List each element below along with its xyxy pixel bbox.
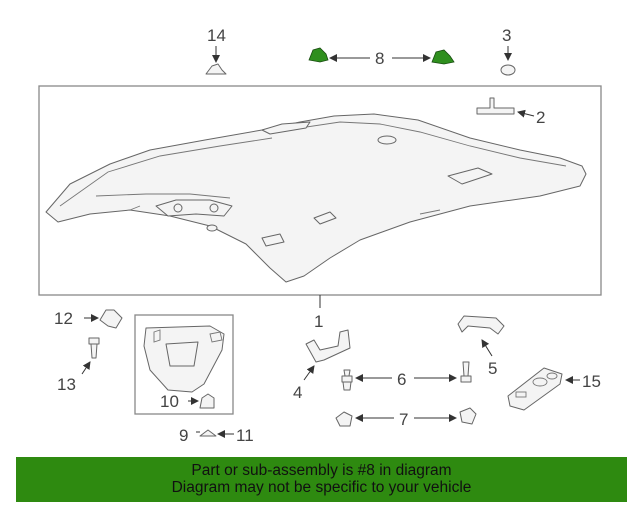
- info-banner: Part or sub-assembly is #8 in diagram Di…: [16, 457, 627, 502]
- part-3-cap[interactable]: [500, 46, 516, 76]
- part-8-clip-right[interactable]: [431, 49, 455, 65]
- part-9-sun-visor[interactable]: [143, 325, 225, 393]
- part-5-grab-handle[interactable]: [457, 315, 505, 357]
- callout-2: 2: [536, 108, 545, 127]
- callout-14: 14: [207, 26, 226, 45]
- part-8-clip-left[interactable]: [308, 47, 329, 63]
- part-9-frame: [134, 314, 234, 415]
- callout-7: 7: [399, 410, 408, 429]
- banner-line-1: Part or sub-assembly is #8 in diagram: [191, 462, 452, 479]
- part-12-clip[interactable]: [84, 309, 123, 329]
- callout-3: 3: [502, 26, 511, 45]
- callout-11: 11: [236, 426, 254, 445]
- part-13-screw[interactable]: [81, 337, 100, 375]
- callout-4: 4: [293, 383, 302, 402]
- part-11-clip[interactable]: [199, 429, 234, 438]
- callout-15: 15: [582, 372, 601, 391]
- part-7-cap-left[interactable]: [335, 411, 353, 427]
- part-1-headliner[interactable]: [45, 113, 587, 283]
- callout-13: 13: [57, 375, 76, 394]
- callout-9: 9: [179, 426, 188, 445]
- callout-8: 8: [375, 49, 384, 68]
- part-10-clip[interactable]: [188, 393, 215, 409]
- callout-12: 12: [54, 309, 73, 328]
- callout-1: 1: [314, 312, 323, 331]
- banner-line-2: Diagram may not be specific to your vehi…: [171, 479, 472, 496]
- part-2-bracket[interactable]: [476, 97, 535, 118]
- callout-6: 6: [397, 370, 406, 389]
- part-7-cap-right[interactable]: [459, 407, 477, 425]
- part-6-screw-left[interactable]: [341, 369, 353, 391]
- part-14-clip[interactable]: [205, 46, 227, 75]
- part-4-grab-handle[interactable]: [303, 329, 351, 381]
- part-15-overhead-console[interactable]: [507, 367, 580, 411]
- callout-10: 10: [160, 392, 179, 411]
- callout-5: 5: [488, 359, 497, 378]
- part-6-screw-right[interactable]: [460, 361, 472, 383]
